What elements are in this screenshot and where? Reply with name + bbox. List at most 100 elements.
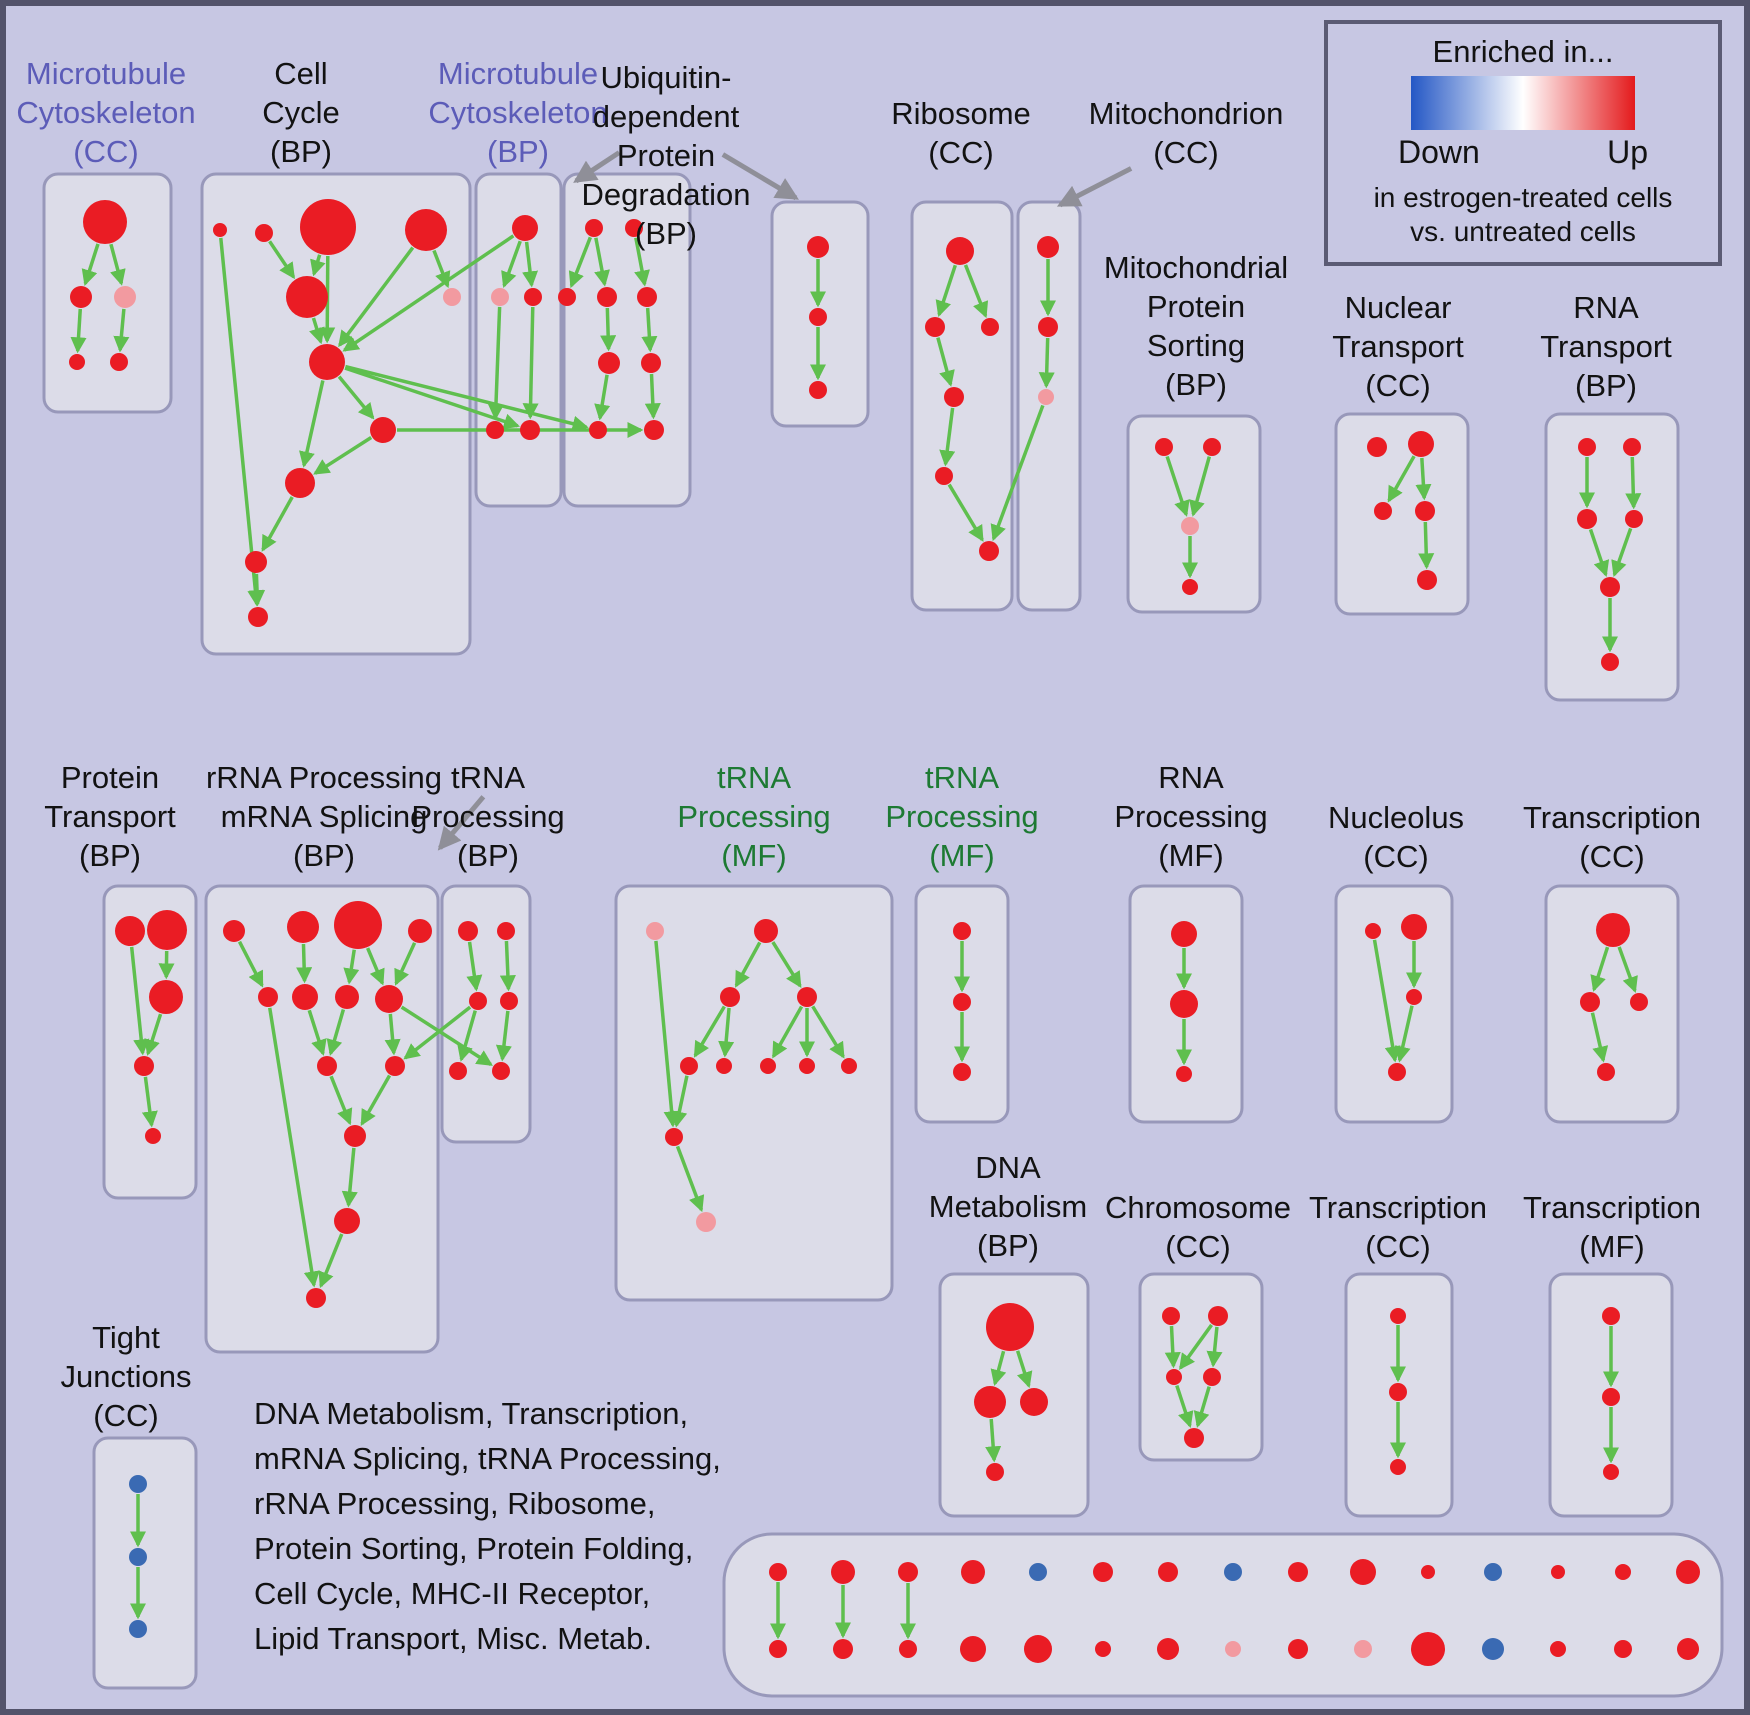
go-term-node <box>486 421 504 439</box>
go-term-node <box>696 1212 716 1232</box>
go-term-node <box>833 1639 853 1659</box>
go-term-node <box>961 1560 985 1584</box>
go-term-node <box>1596 913 1630 947</box>
go-term-node <box>223 920 245 942</box>
go-term-node <box>334 1208 360 1234</box>
go-term-node <box>1415 501 1435 521</box>
go-term-node <box>1158 1562 1178 1582</box>
edge-arrow <box>671 1075 689 1128</box>
edge-arrow <box>1165 455 1190 517</box>
edge-arrow <box>990 1350 1007 1386</box>
go-term-node <box>1024 1635 1052 1663</box>
go-term-node <box>1182 579 1198 595</box>
go-term-node <box>1401 914 1427 940</box>
go-term-node <box>255 224 273 242</box>
edge-arrow <box>594 237 610 287</box>
edge-arrow <box>1372 939 1401 1063</box>
edge-arrow <box>1179 1323 1213 1371</box>
go-term-node <box>1155 438 1173 456</box>
go-term-node <box>1374 502 1392 520</box>
go-term-node <box>1288 1562 1308 1582</box>
go-term-node <box>114 286 136 308</box>
go-term-node <box>1550 1641 1566 1657</box>
go-term-node <box>716 1058 732 1074</box>
go-term-node <box>1601 653 1619 671</box>
legend-subtitle-1: in estrogen-treated cells <box>1373 182 1673 213</box>
go-term-node <box>644 420 664 440</box>
legend-subtitle-2: vs. untreated cells <box>1410 215 1636 247</box>
go-term-node <box>807 236 829 258</box>
cluster-box-trna-processing-mf-1 <box>614 884 894 1302</box>
go-term-node <box>317 1056 337 1076</box>
cluster-box-misc-bottom <box>722 1532 1724 1698</box>
go-term-node <box>1224 1563 1242 1581</box>
go-term-node <box>1029 1563 1047 1581</box>
go-term-node <box>1597 1063 1615 1081</box>
go-term-node <box>1203 1368 1221 1386</box>
edge-arrow <box>947 483 984 542</box>
edge-arrow <box>1015 1350 1033 1389</box>
edge-arrow <box>990 404 1045 542</box>
edge-arrow <box>1590 1012 1609 1063</box>
edge-arrow <box>299 380 325 468</box>
go-term-node <box>1171 921 1197 947</box>
go-term-node <box>70 286 92 308</box>
edge-arrow <box>675 1145 705 1213</box>
go-term-node <box>1676 1560 1700 1584</box>
edge-arrow <box>360 1074 392 1126</box>
legend-title: Enriched in... <box>1432 34 1614 69</box>
go-term-node <box>248 607 268 627</box>
go-term-node <box>458 921 478 941</box>
go-term-node <box>1421 1565 1435 1579</box>
cluster-box-tight-junctions-cc <box>92 1436 198 1690</box>
edge-arrow <box>129 946 150 1056</box>
go-term-node <box>1181 517 1199 535</box>
go-term-node <box>1390 1459 1406 1475</box>
network-canvas <box>42 150 1724 1698</box>
go-term-node <box>953 922 971 940</box>
go-term-node <box>1093 1562 1113 1582</box>
go-term-node <box>625 219 643 237</box>
go-term-node <box>1225 1641 1241 1657</box>
go-term-node <box>944 387 964 407</box>
go-term-node <box>1580 992 1600 1012</box>
go-term-node <box>334 901 382 949</box>
edge-arrow <box>811 1005 845 1059</box>
legend-up-label: Up <box>1607 134 1648 170</box>
go-term-node <box>646 922 664 940</box>
go-term-node <box>469 992 487 1010</box>
go-term-node <box>285 468 315 498</box>
edge-arrow <box>141 1076 158 1128</box>
go-term-node <box>287 911 319 943</box>
go-term-node <box>1411 1632 1445 1666</box>
edge-arrow <box>384 1013 401 1056</box>
go-term-node <box>492 1062 510 1080</box>
legend-gradient-bar <box>1411 76 1635 130</box>
go-term-node <box>147 910 187 950</box>
go-term-node <box>720 987 740 1007</box>
edge-arrow <box>394 942 417 986</box>
go-term-node <box>585 219 603 237</box>
go-term-node <box>960 1636 986 1662</box>
go-term-node <box>1038 389 1054 405</box>
go-term-node <box>1157 1638 1179 1660</box>
go-term-node <box>1578 438 1596 456</box>
go-term-node <box>443 288 461 306</box>
edge-arrow <box>248 573 266 607</box>
go-term-node <box>986 1303 1034 1351</box>
go-term-node <box>300 199 356 255</box>
go-term-node <box>974 1386 1006 1418</box>
nodes-layer <box>69 199 1700 1666</box>
edge-arrow <box>466 941 483 992</box>
go-term-node <box>375 985 403 1013</box>
go-term-node <box>1166 1369 1182 1385</box>
cluster-box-nucleolus-cc <box>1334 884 1454 1124</box>
go-term-node <box>637 287 657 307</box>
edge-arrow <box>307 1009 327 1056</box>
edge-arrow <box>1206 1326 1223 1368</box>
edge-arrow <box>70 308 87 354</box>
edge-arrow <box>963 264 989 319</box>
edge-arrow <box>1590 946 1610 992</box>
go-term-node <box>598 352 620 374</box>
go-term-node <box>1176 1066 1192 1082</box>
